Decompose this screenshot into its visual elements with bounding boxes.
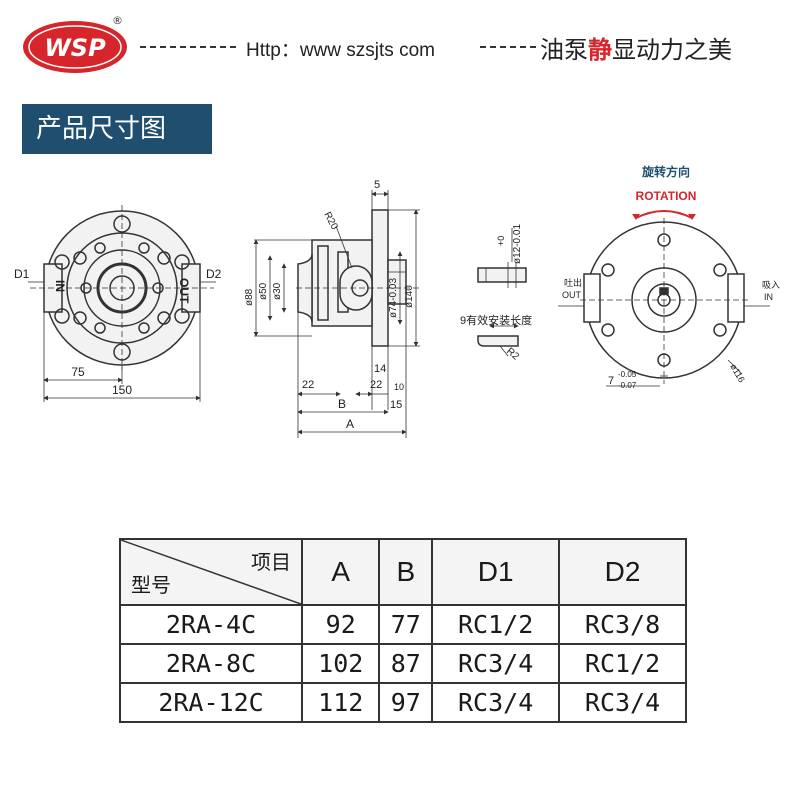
side-view [253, 190, 420, 438]
dim-half-width: 75 [71, 365, 85, 379]
cell-d1: RC1/2 [431, 604, 561, 645]
registered-mark: ® [112, 14, 123, 27]
dim-key-tol-lower: -0.07 [618, 381, 637, 390]
header-dash-right [480, 46, 536, 48]
col-header-a: A [300, 538, 381, 606]
table-corner: 项目 型号 [119, 538, 303, 606]
cell-a: 102 [300, 643, 381, 684]
dim-d140: ø140 [404, 285, 415, 308]
corner-model-label: 型号 [131, 573, 171, 597]
table-row: 2RA-12C 112 97 RC3/4 RC3/4 [119, 682, 687, 723]
in-en-label: IN [764, 292, 773, 302]
shaft-tol-plus: +0 [496, 236, 506, 246]
cell-a: 112 [300, 682, 381, 723]
cell-model: 2RA-4C [119, 604, 303, 645]
port-d1-label: D1 [14, 267, 30, 281]
dim-r2: R2 [504, 346, 521, 363]
website-url[interactable]: Http：www szsjts com [246, 40, 435, 61]
dim-d88: ø88 [244, 288, 255, 306]
cell-b: 97 [378, 682, 434, 723]
slogan: 油泵静显动力之美 [540, 30, 732, 65]
cell-d1: RC3/4 [431, 643, 561, 684]
dim-a: A [346, 417, 354, 431]
dim-key-tol-upper: -0.05 [618, 370, 637, 379]
corner-item-label: 项目 [251, 550, 291, 574]
table-row: 2RA-8C 102 87 RC3/4 RC1/2 [119, 643, 687, 684]
cell-b: 87 [378, 643, 434, 684]
cell-model: 2RA-12C [119, 682, 303, 723]
cell-d2: RC1/2 [558, 643, 687, 684]
slogan-end: 显动力之美 [612, 36, 732, 64]
col-header-d2: D2 [558, 538, 687, 606]
dim-22-right: 22 [370, 379, 382, 391]
cell-d2: RC3/8 [558, 604, 687, 645]
port-out-label: OUT [177, 278, 191, 304]
shaft-detail [477, 228, 527, 357]
table-row: 2RA-4C 92 77 RC1/2 RC3/8 [119, 604, 687, 645]
dim-d12: ø12-0.01 [512, 224, 523, 264]
dimension-drawing: D1 D2 IN OUT 75 150 [14, 164, 780, 438]
dim-b: B [338, 397, 346, 411]
dim-15: 15 [390, 399, 402, 411]
out-cn-label: 吐出 [564, 277, 582, 288]
dim-d116: ø116 [728, 362, 747, 384]
port-in-label: IN [53, 280, 67, 292]
dim-d74: ø74-0.03 [388, 278, 399, 318]
cell-d1: RC3/4 [431, 682, 561, 723]
table-header-row: 项目 型号 A B D1 D2 [119, 538, 687, 606]
dim-5: 5 [374, 179, 380, 191]
col-header-d1: D1 [431, 538, 561, 606]
dim-d50: ø50 [258, 282, 269, 300]
spec-table: 项目 型号 A B D1 D2 2RA-4C 92 77 RC1/2 RC3/8… [119, 538, 687, 723]
cell-a: 92 [300, 604, 381, 645]
dim-22-left: 22 [302, 379, 314, 391]
header-dash-left [140, 46, 236, 48]
dim-key-width: 7 [608, 375, 614, 387]
corner-diagonal [121, 540, 301, 604]
port-d2-label: D2 [206, 267, 222, 281]
rotation-cn-label: 旋转方向 [641, 164, 690, 179]
rotation-en-label: ROTATION [636, 189, 697, 203]
wsp-logo: WSP [23, 21, 127, 73]
front-view [28, 205, 216, 402]
slogan-start: 油泵 [540, 36, 588, 64]
cell-model: 2RA-8C [119, 643, 303, 684]
cell-d2: RC3/4 [558, 682, 687, 723]
key-length-note: 9有效安装长度 [460, 313, 532, 327]
page-header: WSP ® Http：www szsjts com 油泵静显动力之美 [0, 0, 800, 95]
section-title: 产品尺寸图 [22, 104, 212, 154]
rear-view [558, 210, 770, 387]
dim-total-width: 150 [112, 383, 132, 397]
logo-text: WSP [44, 34, 106, 62]
out-en-label: OUT [562, 290, 582, 300]
dim-d30: ø30 [272, 282, 283, 300]
dim-14: 14 [374, 363, 386, 375]
col-header-b: B [378, 538, 434, 606]
dim-10: 10 [394, 382, 404, 392]
slogan-accent: 静 [588, 36, 612, 64]
in-cn-label: 吸入 [762, 280, 780, 290]
cell-b: 77 [378, 604, 434, 645]
